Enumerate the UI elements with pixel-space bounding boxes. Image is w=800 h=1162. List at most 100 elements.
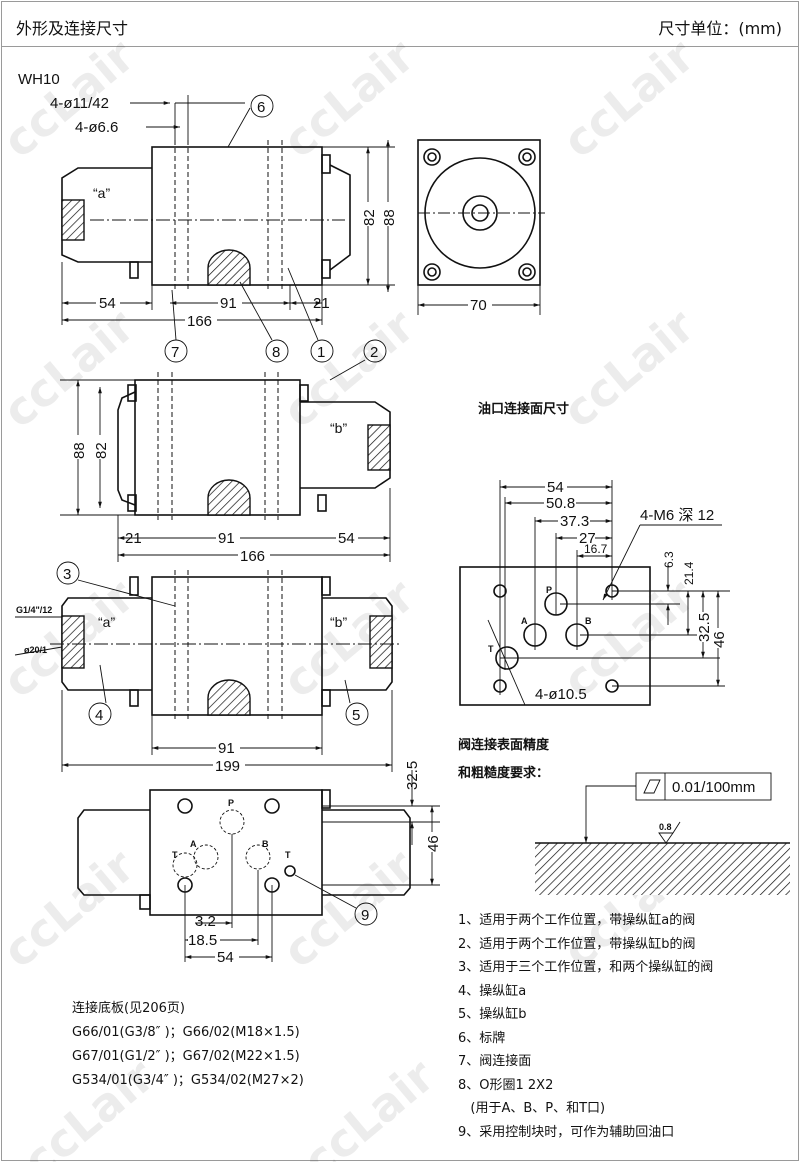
drawing-label: 18.5 — [188, 932, 217, 949]
subplate-row: G67/01(G1/2″ )；G67/02(M22×1.5) — [72, 1049, 300, 1064]
drawing-label: 21 — [125, 530, 142, 547]
drawing-label: 91 — [218, 740, 235, 757]
drawing-line — [468, 297, 492, 311]
drawing-line — [239, 281, 273, 341]
drawing-line — [193, 844, 219, 870]
drawing-line — [643, 779, 661, 794]
drawing-line — [360, 202, 374, 226]
drawing-line — [336, 530, 358, 544]
drawing-line — [329, 359, 366, 381]
drawing-label: ccLair — [292, 1048, 444, 1162]
drawing-label: 4 — [95, 707, 103, 724]
drawing-line — [284, 865, 296, 877]
drawing-line — [61, 199, 85, 241]
drawing-label: 7 — [171, 344, 179, 361]
drawing-line — [117, 391, 136, 506]
drawing-line — [172, 809, 271, 878]
drawing-line — [321, 789, 331, 809]
drawing-line — [88, 702, 112, 726]
drawing-line — [127, 494, 137, 512]
drawing-label: 54 — [99, 295, 116, 312]
drawing-line — [14, 646, 63, 656]
drawing-label: 9 — [361, 907, 369, 924]
drawing-line — [227, 107, 251, 148]
drawing-line — [522, 152, 532, 162]
drawing-line — [522, 267, 532, 277]
view-front-b: “b” 88 82 21 91 54 166 — [60, 372, 391, 565]
drawing-line — [577, 530, 595, 544]
drawing-line — [712, 628, 726, 648]
drawing-label: T — [285, 850, 291, 860]
drawing-line — [322, 809, 411, 896]
drawing-line — [329, 164, 351, 271]
drawing-label: “b” — [330, 420, 347, 436]
drawing-line — [427, 152, 437, 162]
drawing-line — [171, 289, 177, 341]
drawing-line — [265, 339, 289, 363]
drawing-label: 4-M6 深 12 — [640, 507, 714, 524]
drawing-label: 4-ø6.6 — [75, 119, 118, 136]
drawing-label: ccLair — [0, 298, 145, 438]
drawing-line — [321, 259, 331, 279]
drawing-line — [250, 94, 274, 118]
drawing-line — [417, 139, 541, 286]
drawing-line — [424, 832, 438, 852]
drawing-line — [310, 339, 334, 363]
drawing-label: 54 — [217, 949, 234, 966]
drawing-label: ccLair — [0, 838, 145, 978]
drawing-line — [487, 619, 526, 706]
drawing-label: 32.5 — [696, 613, 713, 642]
port-interface-drawing: 油口连接面尺寸 54 50.8 37.3 27 16.7 4-M6 深 12 6… — [459, 401, 730, 706]
flatness-value: 0.01/100mm — [672, 779, 755, 796]
drawing-line — [207, 679, 251, 716]
drawing-line — [213, 757, 245, 771]
drawing-line — [635, 772, 772, 801]
note-item: 7、阀连接面 — [458, 1053, 531, 1069]
drawing-line — [584, 785, 636, 843]
balloons: 6 7 8 1 2 3 4 5 9 — [56, 94, 387, 926]
drawing-label: 46 — [425, 835, 442, 852]
port-interface-title: 油口连接面尺寸 — [478, 401, 569, 417]
drawing-line — [423, 148, 441, 166]
drawing-line — [129, 576, 139, 596]
drawing-line — [344, 679, 351, 704]
drawing-label: P — [546, 585, 552, 595]
drawing-line — [518, 263, 536, 281]
drawing-label: 1 — [317, 344, 325, 361]
drawing-label: B — [585, 616, 592, 626]
drawing-label: 4-ø11/42 — [50, 95, 109, 112]
drawing-line — [172, 852, 198, 878]
model-label: WH10 — [18, 71, 60, 88]
drawing-line — [56, 561, 80, 585]
drawing-label: “a” — [93, 185, 110, 201]
drawing-line — [238, 547, 270, 561]
drawing-line — [321, 689, 331, 707]
drawing-label: 82 — [361, 209, 378, 226]
drawing-line — [321, 154, 331, 174]
view-front-a: “a” 4-ø11/42 4-ø6.6 54 91 21 166 82 88 — [50, 95, 398, 381]
unit-label: 尺寸单位：(mm) — [658, 19, 782, 38]
drawing-label: 54 — [338, 530, 355, 547]
drawing-label: T — [172, 850, 178, 860]
drawing-line — [363, 339, 387, 363]
subplate-row: G534/01(G3/4″ )；G534/02(M27×2) — [72, 1073, 304, 1088]
drawing-label: 46 — [711, 631, 728, 648]
drawing-label: 6.3 — [662, 551, 676, 568]
drawing-label: 32.5 — [404, 761, 421, 790]
drawing-label: 3 — [63, 566, 71, 583]
note-item: 9、采用控制块时，可作为辅助回油口 — [458, 1125, 674, 1140]
drawing-line — [215, 949, 239, 963]
drawing-line — [129, 689, 139, 707]
subplate-row: G66/01(G3/8″ )；G66/02(M18×1.5) — [72, 1025, 300, 1040]
drawing-label: “a” — [98, 614, 115, 630]
drawing-line — [70, 435, 84, 459]
drawing-line — [216, 740, 240, 754]
drawing-line — [99, 664, 107, 704]
drawing-label: ø20/1 — [24, 645, 47, 655]
drawing-line — [427, 267, 437, 277]
drawing-label: 8 — [272, 344, 280, 361]
drawing-line — [164, 339, 188, 363]
drawing-label: 70 — [470, 297, 487, 314]
